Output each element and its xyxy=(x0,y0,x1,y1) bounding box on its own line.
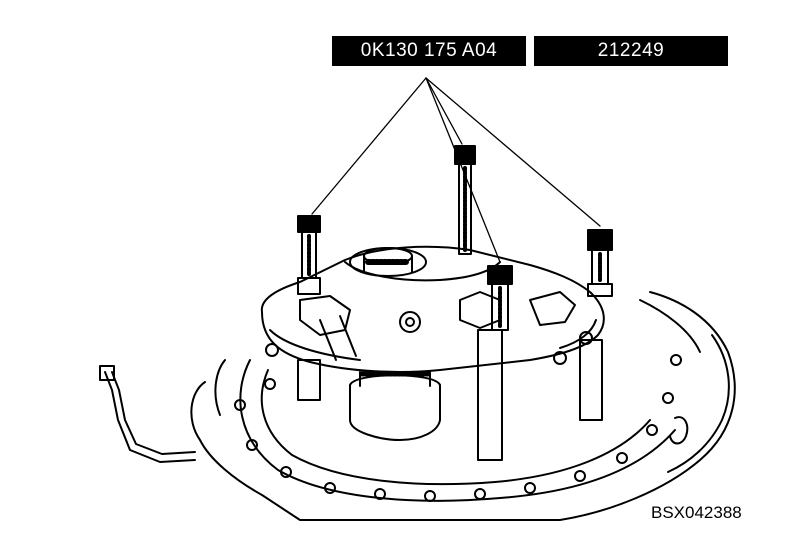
wire-harness xyxy=(99,365,196,463)
transaxle-case xyxy=(190,291,736,521)
output-shaft xyxy=(349,247,427,277)
part-number-label: 0K130 175 A04 xyxy=(332,36,526,66)
bolt-left xyxy=(297,215,321,295)
tool-number-label: 212249 xyxy=(534,36,728,66)
support-posts xyxy=(297,329,603,461)
clutch-drum xyxy=(349,371,441,441)
cover-plate xyxy=(260,245,605,373)
figure-code: BSX042388 xyxy=(651,503,742,522)
bolt-center-front xyxy=(487,265,513,331)
bolt-center-rear xyxy=(454,145,476,255)
leader-lines xyxy=(311,77,601,263)
bolt-right xyxy=(587,229,613,297)
